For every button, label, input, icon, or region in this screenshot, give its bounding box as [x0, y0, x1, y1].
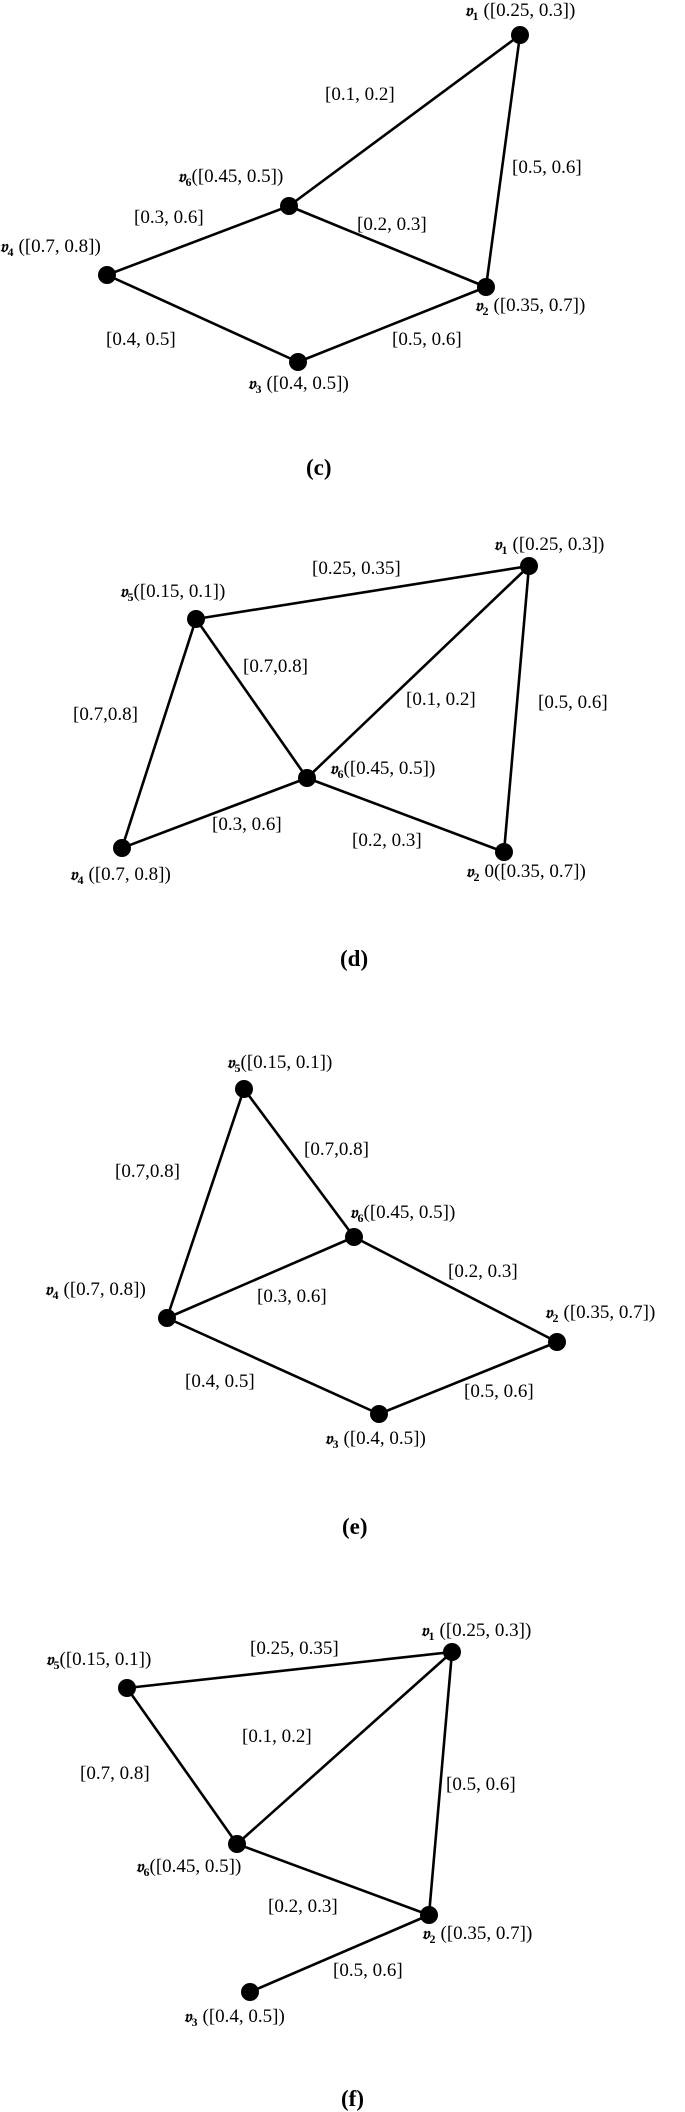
edge-label-v6-v1: [0.1, 0.2] — [406, 689, 476, 710]
edge-v4-v6 — [121, 776, 308, 850]
vertex-v2 — [548, 1333, 566, 1351]
vertex-v4 — [158, 1309, 176, 1327]
edge-label-v4-v3: [0.4, 0.5] — [106, 329, 176, 350]
edge-label-v1-v2: [0.5, 0.6] — [512, 157, 582, 178]
edge-label-v6-v2: [0.2, 0.3] — [448, 1261, 518, 1282]
vertex-v2 — [420, 1906, 438, 1924]
vertex-label-v1: 𝔳1([0.25, 0.3]) — [465, 0, 575, 23]
vertex-label-v1: 𝔳1([0.25, 0.3]) — [494, 534, 604, 557]
vertex-label-v3: 𝔳3([0.4, 0.5]) — [325, 1428, 426, 1451]
edge-label-v6-v1: [0.1, 0.2] — [325, 84, 395, 105]
edge-v5-v1 — [195, 564, 530, 621]
edge-v3-v2 — [249, 1913, 430, 1994]
edge-label-v5-v1: [0.25, 0.35] — [312, 558, 401, 579]
vertex-v5 — [187, 610, 205, 628]
vertex-label-v4: 𝔳4([0.7, 0.8]) — [0, 236, 101, 259]
vertex-label-v5: 𝔳5([0.15, 0.1]) — [46, 1649, 151, 1672]
vertex-label-v4: 𝔳4([0.7, 0.8]) — [70, 864, 171, 887]
panel-d: [0.25, 0.35] [0.7,0.8] [0.7,0.8] [0.1, 0… — [70, 534, 608, 971]
edge-label-v1-v2: [0.5, 0.6] — [446, 1774, 516, 1795]
edge-v6-v1 — [306, 565, 530, 779]
edge-v6-v4 — [106, 204, 290, 277]
edge-v1-v2 — [502, 565, 531, 853]
vertex-label-v4: 𝔳4([0.7, 0.8]) — [45, 1279, 146, 1302]
edge-label-v3-v2: [0.5, 0.6] — [464, 1381, 534, 1402]
edge-v5-v1 — [126, 1650, 453, 1690]
vertex-v6 — [345, 1228, 363, 1246]
vertex-v3 — [289, 353, 307, 371]
vertex-v1 — [520, 557, 538, 575]
vertex-v1 — [443, 1643, 461, 1661]
edge-label-v6-v2: [0.2, 0.3] — [352, 830, 422, 851]
edge-v6-v2 — [288, 204, 487, 289]
edge-label-v6-v2: [0.2, 0.3] — [268, 1896, 338, 1917]
vertex-label-v2: 𝔳2([0.35, 0.7]) — [475, 295, 585, 318]
vertex-v2 — [495, 843, 513, 861]
vertex-label-v2: 𝔳2([0.35, 0.7]) — [422, 1923, 532, 1946]
edge-label-v4-v6: [0.3, 0.6] — [257, 1286, 327, 1307]
edge-label-v5-v4: [0.7,0.8] — [115, 1161, 180, 1182]
vertex-label-v5: 𝔳5([0.15, 0.1]) — [227, 1052, 332, 1075]
edge-label-v5-v6: [0.7, 0.8] — [80, 1763, 150, 1784]
vertex-v6 — [280, 197, 298, 215]
edge-v4-v3 — [166, 1316, 380, 1416]
edge-label-v6-v1: [0.1, 0.2] — [242, 1726, 312, 1747]
edge-v5-v6 — [125, 1687, 239, 1845]
vertex-v3 — [241, 1983, 259, 2001]
vertex-v2 — [477, 278, 495, 296]
panel-caption-d: (d) — [340, 946, 368, 971]
edge-v5-v6 — [194, 618, 309, 779]
edge-v5-v6 — [242, 1088, 356, 1238]
panel-caption-c: (c) — [306, 455, 332, 480]
panel-f: [0.25, 0.35] [0.1, 0.2] [0.7, 0.8] [0.5,… — [46, 1620, 532, 2111]
vertex-label-v6: 𝔳6([0.45, 0.5]) — [136, 1856, 241, 1879]
edge-v5-v4 — [120, 618, 198, 849]
edge-label-v3-v2: [0.5, 0.6] — [333, 1960, 403, 1981]
edge-v6-v1 — [288, 33, 521, 208]
vertex-v6 — [228, 1835, 246, 1853]
edge-label-v5-v4: [0.7,0.8] — [73, 704, 138, 725]
edge-v4-v6 — [166, 1235, 355, 1320]
vertex-v3 — [370, 1405, 388, 1423]
vertex-v4 — [98, 266, 116, 284]
edge-label-v4-v3: [0.4, 0.5] — [185, 1371, 255, 1392]
vertex-label-v5: 𝔳5([0.15, 0.1]) — [120, 581, 225, 604]
edge-label-v5-v6: [0.7,0.8] — [243, 656, 308, 677]
vertex-label-v6: 𝔳6([0.45, 0.5]) — [330, 758, 435, 781]
edge-label-v3-v2: [0.5, 0.6] — [392, 329, 462, 350]
vertex-label-v6: 𝔳6([0.45, 0.5]) — [178, 166, 283, 189]
edge-v3-v2 — [297, 285, 487, 364]
vertex-label-v2: 𝔳2([0.35, 0.7]) — [545, 1302, 655, 1325]
vertex-label-v1: 𝔳1([0.25, 0.3]) — [421, 1620, 531, 1643]
vertex-v5 — [235, 1080, 253, 1098]
edge-label-v1-v2: [0.5, 0.6] — [538, 692, 608, 713]
edge-v1-v2 — [427, 1651, 454, 1916]
vertex-v4 — [113, 839, 131, 857]
edge-v3-v2 — [378, 1340, 558, 1416]
panel-c: [0.1, 0.2] [0.5, 0.6] [0.3, 0.6] [0.2, 0… — [0, 0, 585, 480]
edge-v6-v2 — [236, 1842, 430, 1917]
edge-v1-v2 — [484, 34, 522, 288]
edge-v4-v3 — [106, 273, 299, 364]
edge-v6-v2 — [353, 1235, 558, 1344]
edge-label-v5-v1: [0.25, 0.35] — [250, 1638, 339, 1659]
panel-e: [0.7,0.8] [0.7,0.8] [0.3, 0.6] [0.2, 0.3… — [45, 1052, 655, 1539]
edge-label-v6-v2: [0.2, 0.3] — [357, 214, 427, 235]
vertex-v6 — [298, 769, 316, 787]
edge-label-v5-v6: [0.7,0.8] — [304, 1139, 369, 1160]
panel-caption-e: (e) — [342, 1514, 368, 1539]
edge-v5-v4 — [165, 1088, 246, 1319]
edge-label-v4-v6: [0.3, 0.6] — [212, 814, 282, 835]
edge-v6-v2 — [306, 776, 505, 854]
vertex-label-v3: 𝔳3([0.4, 0.5]) — [184, 2006, 285, 2029]
vertex-v1 — [511, 26, 529, 44]
edge-v6-v1 — [236, 1651, 453, 1845]
vertex-label-v6: 𝔳6([0.45, 0.5]) — [350, 1202, 455, 1225]
vertex-label-v3: 𝔳3([0.4, 0.5]) — [248, 373, 349, 396]
edge-label-v6-v4: [0.3, 0.6] — [134, 207, 204, 228]
panel-caption-f: (f) — [341, 2086, 364, 2111]
vertex-v5 — [118, 1679, 136, 1697]
